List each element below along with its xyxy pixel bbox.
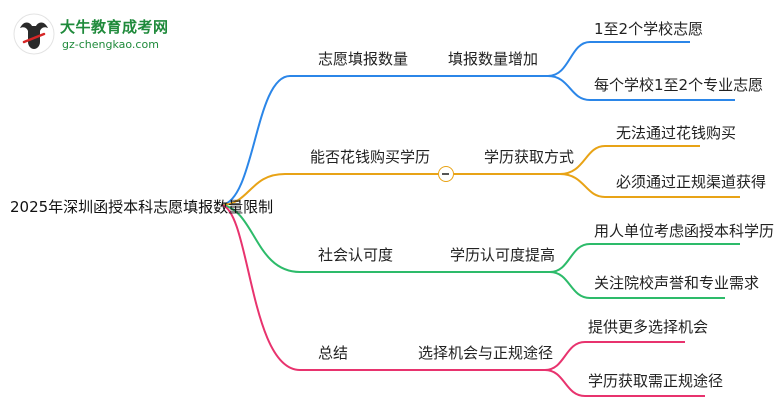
connector-root-branch-1	[221, 75, 420, 206]
branch-3-leaf-1: 用人单位考虑函授本科学历	[594, 222, 774, 240]
root-node: 2025年深圳函授本科志愿填报数量限制	[10, 198, 274, 216]
connector-branch-3-leaf-1	[549, 243, 740, 273]
branch-2-leaf-2: 必须通过正规渠道获得	[616, 173, 767, 191]
connector-branch-4-leaf-2	[544, 369, 705, 397]
collapse-toggle-button[interactable]	[438, 166, 454, 182]
branch-1-leaf-1: 1至2个学校志愿	[594, 20, 704, 38]
branch-2-label: 能否花钱购买学历	[310, 148, 431, 166]
branch-1-label: 志愿填报数量	[318, 50, 409, 68]
connector-root-branch-3	[221, 204, 430, 273]
branch-1-leaf-2: 每个学校1至2个专业志愿	[594, 76, 764, 94]
bull-logo-icon	[13, 13, 55, 55]
branch-4-leaf-1: 提供更多选择机会	[588, 318, 709, 336]
connector-branch-2-leaf-1	[559, 145, 700, 175]
connector-branch-2-leaf-2	[559, 173, 740, 198]
connector-branch-4-leaf-1	[544, 341, 685, 371]
mindmap-canvas: 大牛教育成考网 gz-chengkao.com 2025年深圳函授本科志愿填报数…	[6, 8, 774, 397]
connector-branch-3-leaf-2	[549, 271, 725, 299]
branch-3-leaf-2: 关注院校声誉和专业需求	[594, 274, 760, 292]
branch-4-leaf-2: 学历获取需正规途径	[588, 372, 724, 390]
connector-root-branch-4	[221, 204, 410, 371]
branch-2-leaf-1: 无法通过花钱购买	[616, 124, 737, 142]
branch-4-label: 总结	[318, 344, 349, 362]
brand-logo: 大牛教育成考网 gz-chengkao.com	[6, 8, 186, 58]
connector-branch-1-leaf-1	[547, 41, 690, 77]
branch-1-sub-label: 填报数量增加	[448, 50, 539, 68]
brand-title: 大牛教育成考网	[60, 18, 169, 36]
branch-4-sub-label: 选择机会与正规途径	[418, 344, 554, 362]
branch-2-sub-label: 学历获取方式	[484, 148, 575, 166]
connector-root-branch-2	[221, 173, 438, 206]
branch-3-sub-label: 学历认可度提高	[450, 246, 556, 264]
connector-branch-1-leaf-2	[547, 75, 735, 101]
connector-lines	[221, 41, 740, 397]
branch-3-label: 社会认可度	[318, 246, 394, 264]
brand-url: gz-chengkao.com	[62, 38, 159, 51]
